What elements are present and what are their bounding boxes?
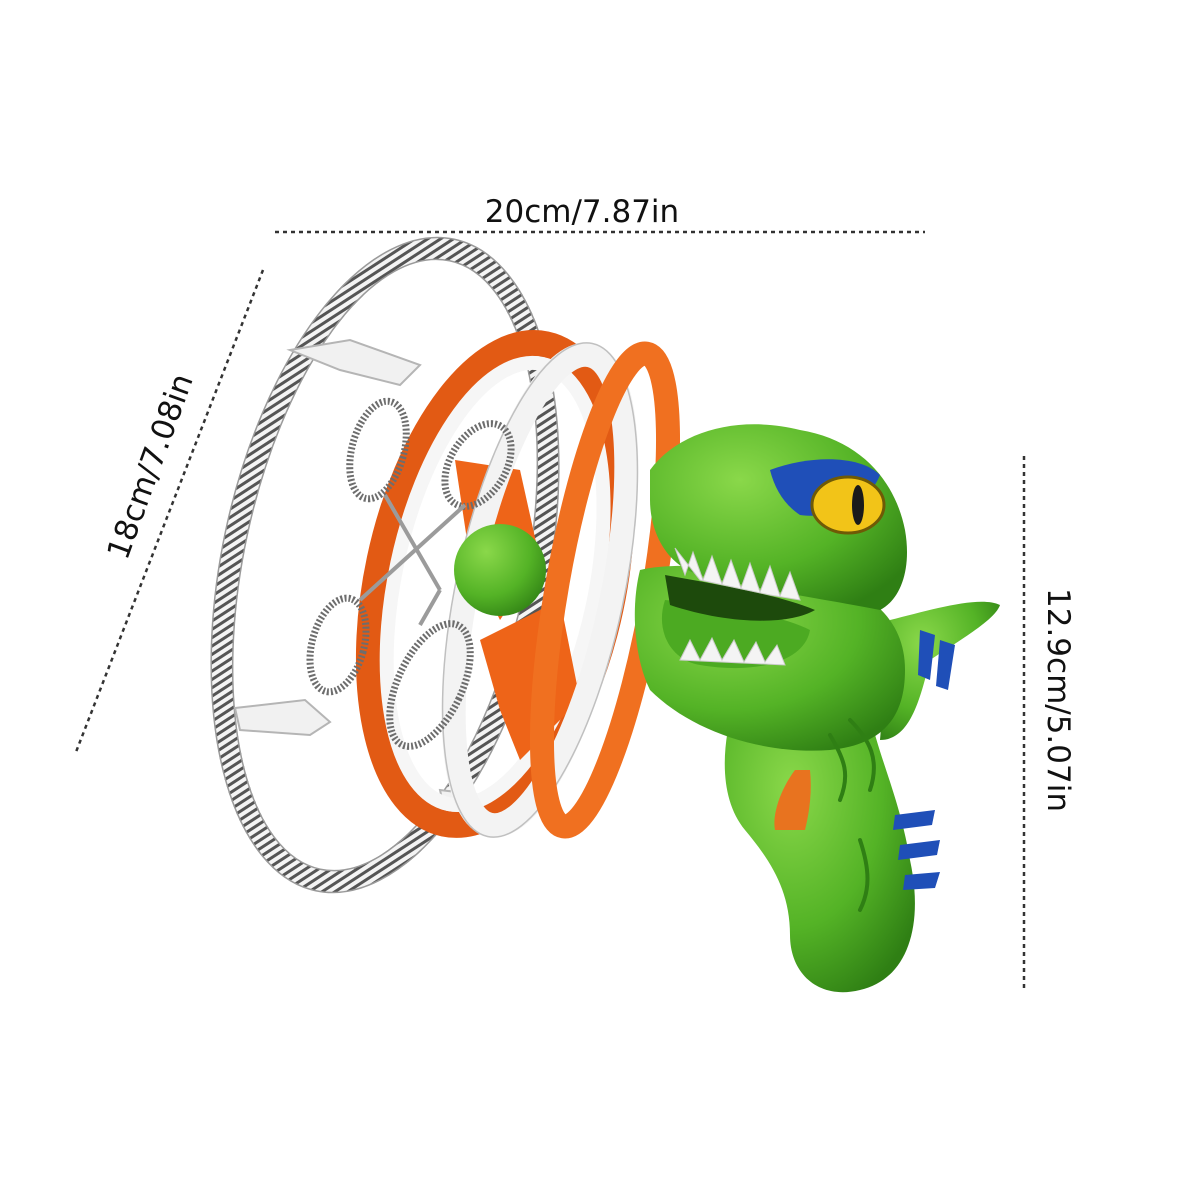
dino-mouth (665, 575, 815, 621)
wand-loop-1 (346, 397, 410, 503)
dino-eye (770, 459, 886, 535)
green-hub (454, 524, 546, 616)
width-dimension: 20cm/7.87in (275, 194, 925, 234)
wand-loop-2 (441, 420, 515, 510)
diagonal-dimension-line (74, 269, 265, 753)
height-dimension: 12.9cm/5.07in (1022, 456, 1076, 988)
height-label: 12.9cm/5.07in (1040, 588, 1076, 812)
dino-teeth (674, 547, 801, 666)
eye-yellow (810, 475, 886, 535)
wand-loop-3 (306, 594, 370, 696)
eye-pupil (852, 485, 864, 525)
bubble-wand-ring (210, 236, 681, 894)
blue-stripes (893, 630, 955, 890)
small-bubble-wands (306, 397, 515, 750)
gun-handle (724, 700, 915, 993)
wand-loop-4 (386, 620, 474, 750)
trigger (774, 770, 811, 830)
dino-arm (828, 718, 876, 912)
wand-stems (358, 493, 467, 626)
width-label: 20cm/7.87in (485, 194, 679, 230)
dino-tail (880, 601, 1000, 740)
dinosaur-gun (634, 424, 1000, 993)
